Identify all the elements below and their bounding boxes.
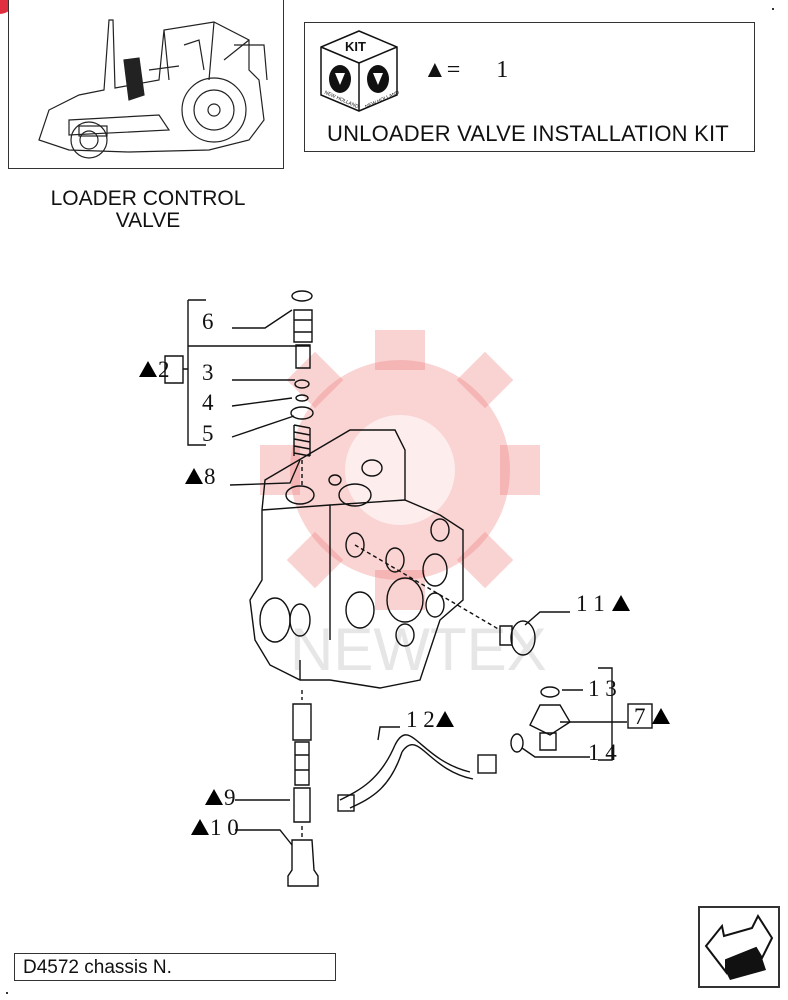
kit-marker-icon xyxy=(191,819,209,835)
callout-4: 4 xyxy=(202,390,214,415)
kit-legend: ▲= 1 xyxy=(423,57,508,84)
kit-marker-icon xyxy=(652,708,671,724)
callout-7: 7 xyxy=(634,705,671,728)
tractor-illustration xyxy=(38,19,268,159)
kit-badge-label: KIT xyxy=(345,39,366,54)
kit-legend-value: 1 xyxy=(496,57,509,83)
next-page-arrow-icon xyxy=(704,913,774,980)
section-title: LOADER CONTROL VALVE xyxy=(50,187,246,232)
callout-12: 1 2 xyxy=(406,708,455,731)
kit-marker-icon xyxy=(185,468,203,484)
callout-3: 3 xyxy=(202,360,214,385)
callout-11: 1 1 xyxy=(576,592,631,615)
corner-dot xyxy=(6,992,8,994)
callout-9: 9 xyxy=(204,786,236,809)
chassis-label: D4572 chassis N. xyxy=(14,953,336,981)
watermark-text: NEWTEX xyxy=(290,616,547,683)
callout-13: 1 3 xyxy=(588,676,617,701)
kit-marker-icon xyxy=(435,711,454,727)
callout-2: 2 xyxy=(138,358,170,381)
kit-title: UNLOADER VALVE INSTALLATION KIT xyxy=(327,121,729,146)
kit-marker-icon xyxy=(611,595,630,611)
kit-info-box: KIT NEW HOLLAND NEW HOLLAND ▲=1 UNLOADER… xyxy=(304,22,755,152)
callout-8: 8 xyxy=(184,465,216,488)
callout-6: 6 xyxy=(202,309,214,334)
kit-marker-icon xyxy=(139,361,157,377)
corner-dot xyxy=(772,8,774,10)
kit-marker-icon xyxy=(205,789,223,805)
callout-5: 5 xyxy=(202,421,214,446)
callout-14: 1 4 xyxy=(588,740,617,765)
next-page-button[interactable] xyxy=(698,906,780,988)
kit-legend-symbol: ▲= xyxy=(423,57,461,83)
kit-badge-icon xyxy=(320,30,398,112)
tractor-thumbnail xyxy=(8,0,284,169)
callout-10: 1 0 xyxy=(190,816,239,839)
